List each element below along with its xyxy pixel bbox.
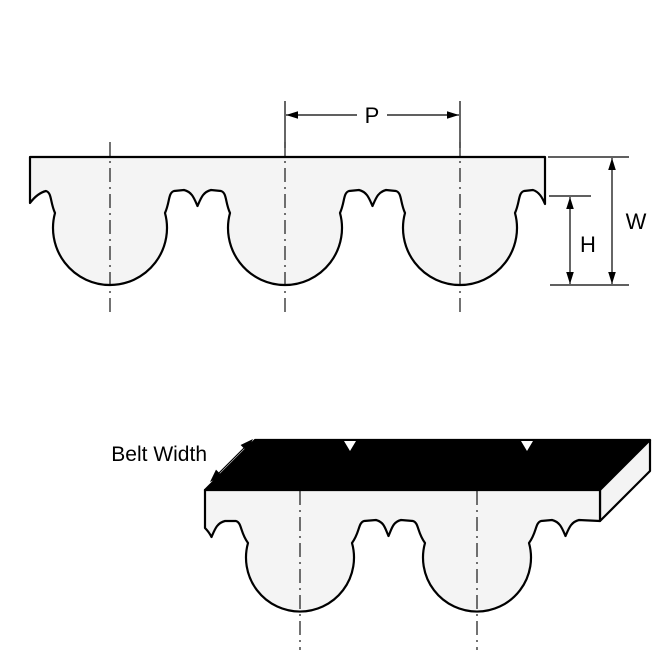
arrowhead-up xyxy=(566,197,574,209)
belt-profile-outline xyxy=(28,155,547,287)
pitch-dimension: P xyxy=(284,101,461,148)
overall-thickness-dimension: W xyxy=(548,156,647,286)
tooth-notch-mark xyxy=(344,441,356,451)
belt-3d-view: Belt Width xyxy=(111,438,652,650)
belt-width-annotation: Belt Width xyxy=(111,439,253,482)
arrowhead-right xyxy=(447,111,459,119)
belt-top-face xyxy=(203,438,652,492)
belt-width-label: Belt Width xyxy=(111,443,207,466)
arrowhead-down xyxy=(566,272,574,284)
pitch-label: P xyxy=(365,103,380,128)
tooth-notch-mark xyxy=(521,441,533,451)
h-label: H xyxy=(580,232,596,257)
belt-profile-3d-front xyxy=(203,488,602,613)
arrowhead-down-left xyxy=(210,469,223,482)
arrowhead-up xyxy=(608,158,616,170)
top-view-profile: P W H xyxy=(28,101,647,313)
arrowhead-down xyxy=(608,272,616,284)
pitch-label-background xyxy=(357,102,387,128)
arrowhead-left xyxy=(286,111,298,119)
tooth-height-dimension: H xyxy=(549,195,596,284)
arrowhead-up-right xyxy=(240,439,253,452)
w-label: W xyxy=(626,209,647,234)
